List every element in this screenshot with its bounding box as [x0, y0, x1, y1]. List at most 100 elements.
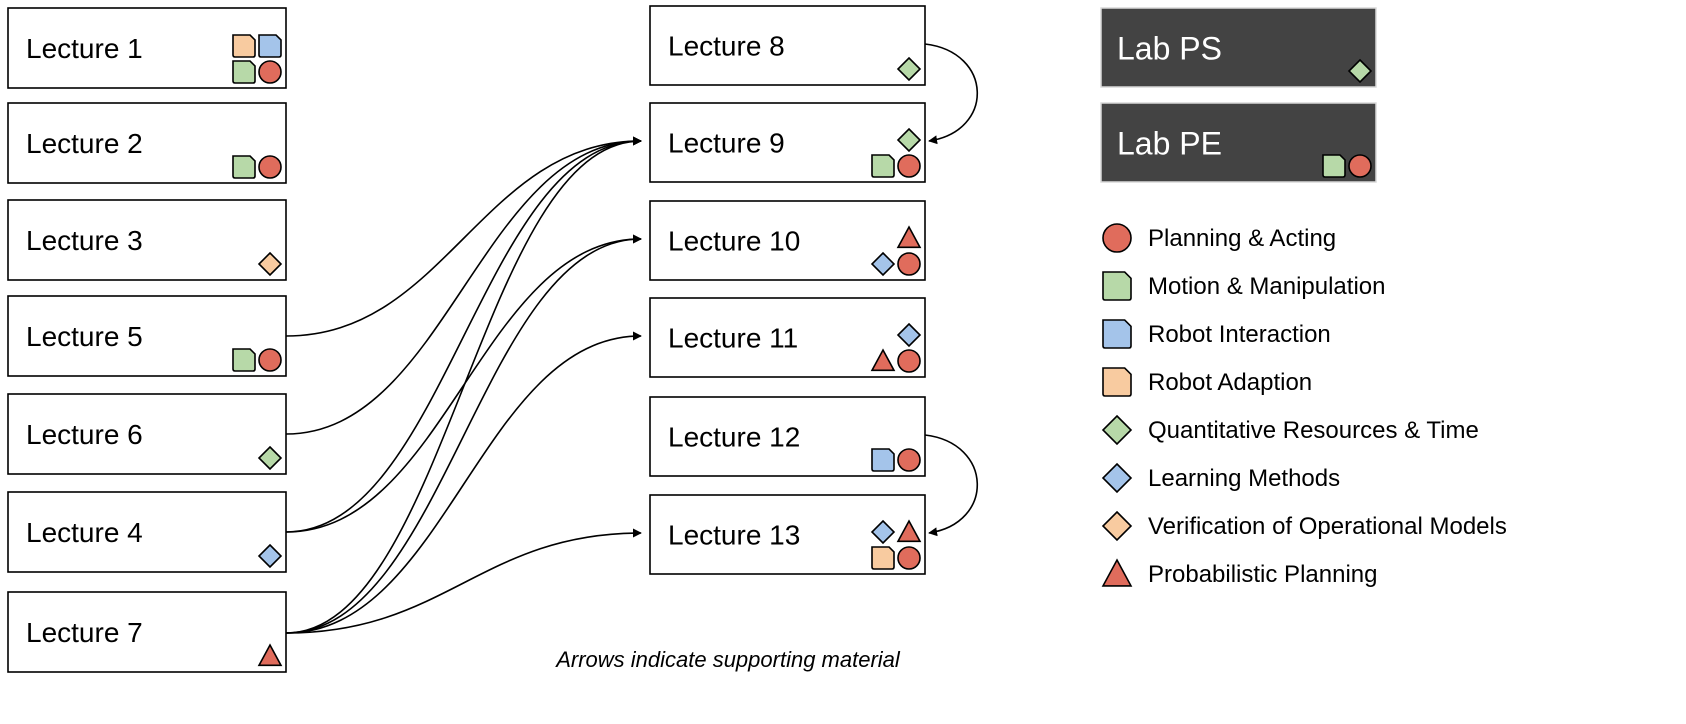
edge-l4-to-l9: [285, 136, 642, 533]
pp-triangle-icon: [257, 643, 283, 667]
vom-diamond-icon: [257, 251, 283, 277]
pa-circle-icon: [897, 154, 921, 178]
legend-item-pp: Probabilistic Planning: [1101, 558, 1377, 588]
legend-label: Robot Interaction: [1148, 321, 1331, 348]
ra-rounded-square-icon: [871, 546, 895, 570]
lab-box-frame: [1100, 7, 1377, 88]
lm-diamond-icon: [257, 543, 283, 569]
lecture-label: Lecture 12: [668, 422, 800, 453]
lecture-label: Lecture 6: [26, 419, 143, 450]
legend-item-qrt: Quantitative Resources & Time: [1101, 414, 1479, 446]
pa-circle-icon: [258, 348, 282, 372]
lecture-box-frame: [649, 200, 926, 281]
edge-l8-to-l9: [924, 43, 978, 145]
lecture-label: Lecture 7: [26, 617, 143, 648]
lm-diamond-icon: [870, 251, 896, 277]
qrt-diamond-icon: [1101, 414, 1133, 446]
qrt-diamond-icon: [896, 127, 922, 153]
edge-l6-to-l9: [285, 136, 642, 435]
qrt-diamond-icon: [257, 445, 283, 471]
legend-label: Quantitative Resources & Time: [1148, 417, 1479, 444]
lab-label: Lab PE: [1117, 126, 1222, 162]
ra-rounded-square-icon: [232, 34, 256, 58]
pa-circle-icon: [897, 349, 921, 373]
legend-item-pa: Planning & Acting: [1102, 223, 1336, 253]
lecture-label: Lecture 11: [668, 323, 798, 354]
edge-l4-to-l10: [285, 234, 642, 533]
ri-rounded-square-icon: [258, 34, 282, 58]
lecture-label: Lecture 9: [668, 128, 785, 159]
mm-rounded-square-icon: [1102, 271, 1132, 301]
lecture-box-frame: [7, 393, 287, 475]
lecture-box-l5: Lecture 5: [7, 295, 287, 377]
lecture-label: Lecture 2: [26, 128, 143, 159]
lm-diamond-icon: [870, 519, 896, 545]
lecture-box-frame: [7, 199, 287, 281]
lab-label: Lab PS: [1117, 31, 1222, 67]
legend-label: Probabilistic Planning: [1148, 561, 1377, 588]
lecture-label: Lecture 3: [26, 225, 143, 256]
edge-l7-to-l11: [285, 331, 642, 634]
pa-circle-icon: [258, 155, 282, 179]
lab-pe-box: Lab PE: [1100, 102, 1377, 183]
lm-diamond-icon: [896, 322, 922, 348]
ra-rounded-square-icon: [1102, 367, 1132, 397]
lecture-box-frame: [7, 591, 287, 673]
legend-item-ra: Robot Adaption: [1102, 367, 1312, 397]
legend-item-ri: Robot Interaction: [1102, 319, 1331, 349]
edge-l5-to-l9: [285, 136, 642, 337]
pa-circle-icon: [897, 546, 921, 570]
lm-diamond-icon: [1101, 462, 1133, 494]
legend-item-mm: Motion & Manipulation: [1102, 271, 1385, 301]
mm-rounded-square-icon: [871, 154, 895, 178]
legend-label: Planning & Acting: [1148, 225, 1336, 252]
lecture-box-l3: Lecture 3: [7, 199, 287, 281]
lecture-box-l12: Lecture 12: [649, 396, 926, 477]
ri-rounded-square-icon: [871, 448, 895, 472]
lab-ps-box: Lab PS: [1100, 7, 1377, 88]
edge-l7-to-l13: [285, 528, 642, 634]
pa-circle-icon: [1348, 154, 1372, 178]
lecture-box-l6: Lecture 6: [7, 393, 287, 475]
lecture-label: Lecture 5: [26, 321, 143, 352]
pp-triangle-icon: [1101, 558, 1133, 587]
lecture-box-frame: [649, 5, 926, 86]
lecture-box-l4: Lecture 4: [7, 491, 287, 573]
pp-triangle-icon: [896, 225, 922, 249]
pp-triangle-icon: [870, 348, 896, 372]
pa-circle-icon: [1102, 223, 1132, 253]
legend-label: Motion & Manipulation: [1148, 273, 1385, 300]
ri-rounded-square-icon: [1102, 319, 1132, 349]
mm-rounded-square-icon: [232, 155, 256, 179]
legend-item-lm: Learning Methods: [1101, 462, 1340, 494]
qrt-diamond-icon: [1347, 58, 1373, 84]
mm-rounded-square-icon: [1322, 154, 1346, 178]
pp-triangle-icon: [896, 519, 922, 543]
lecture-label: Lecture 10: [668, 226, 800, 257]
lecture-label: Lecture 8: [668, 31, 785, 62]
legend-label: Learning Methods: [1148, 465, 1340, 492]
edge-l7-to-l10: [285, 234, 642, 634]
mm-rounded-square-icon: [232, 348, 256, 372]
lecture-box-l9: Lecture 9: [649, 102, 926, 183]
lecture-box-l7: Lecture 7: [7, 591, 287, 673]
lecture-label: Lecture 13: [668, 520, 800, 551]
pa-circle-icon: [897, 448, 921, 472]
caption: Arrows indicate supporting material: [554, 647, 901, 672]
edge-l7-to-l9: [285, 136, 642, 634]
lecture-label: Lecture 1: [26, 33, 143, 64]
legend-label: Robot Adaption: [1148, 369, 1312, 396]
vom-diamond-icon: [1101, 510, 1133, 542]
edges-layer: [285, 43, 978, 634]
legend-item-vom: Verification of Operational Models: [1101, 510, 1507, 542]
lecture-box-l10: Lecture 10: [649, 200, 926, 281]
lecture-box-frame: [7, 491, 287, 573]
boxes-layer: Lecture 1 Lecture 2 Lecture 3 Lecture 5 Lect…: [7, 5, 1377, 673]
pa-circle-icon: [897, 252, 921, 276]
qrt-diamond-icon: [896, 56, 922, 82]
lecture-box-l1: Lecture 1: [7, 7, 287, 89]
lecture-box-l13: Lecture 13: [649, 494, 926, 575]
lecture-box-l11: Lecture 11: [649, 297, 926, 378]
